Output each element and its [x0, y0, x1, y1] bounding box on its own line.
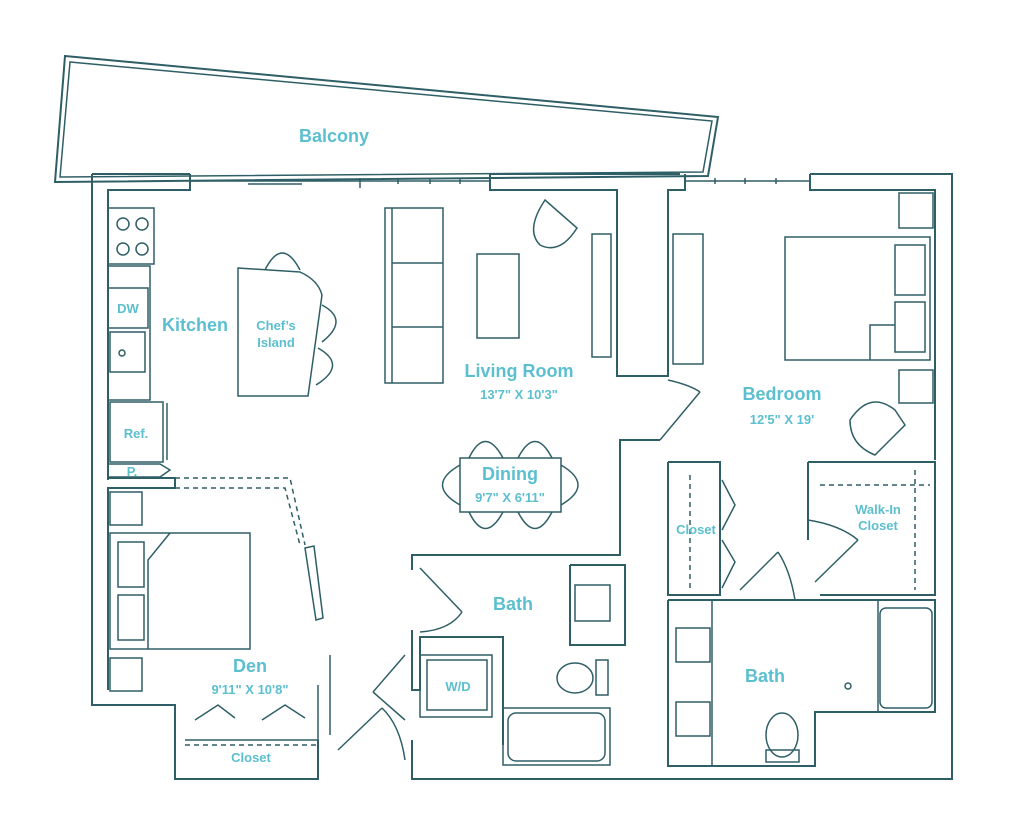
bedroom-label: Bedroom: [742, 384, 821, 404]
washer-dryer-label: W/D: [445, 679, 470, 694]
living-room-size: 13'7" X 10'3": [480, 387, 558, 402]
living-room-label: Living Room: [465, 361, 574, 381]
dining-label: Dining: [482, 464, 538, 484]
living-furniture: [384, 198, 704, 530]
walkin-closet-label-2: Closet: [858, 518, 898, 533]
kitchen-fixtures: [107, 207, 337, 478]
balcony: [53, 54, 720, 184]
den-size: 9'11" X 10'8": [211, 682, 288, 697]
dining-size: 9'7" X 6'11": [475, 490, 545, 505]
dw-label: DW: [117, 301, 139, 316]
island-label-1: Chef’s: [256, 318, 295, 333]
bedroom-closet-label: Closet: [676, 522, 716, 537]
room-labels: Balcony Kitchen Chef’s Island DW Ref. P.…: [117, 126, 901, 765]
kitchen-label: Kitchen: [162, 315, 228, 335]
balcony-label: Balcony: [299, 126, 369, 146]
pantry-label: P.: [127, 464, 138, 479]
island-label-2: Island: [257, 335, 295, 350]
den-closet-label: Closet: [231, 750, 271, 765]
den-label: Den: [233, 656, 267, 676]
bath-fixtures: [419, 584, 933, 766]
walkin-closet-label-1: Walk-In: [855, 502, 901, 517]
ref-label: Ref.: [124, 426, 149, 441]
bedroom-furniture: [784, 192, 934, 456]
den-furniture: [109, 491, 251, 692]
exterior-walls: [91, 173, 953, 780]
bedroom-size: 12'5" X 19': [750, 412, 814, 427]
doors: [175, 379, 859, 761]
bath-1-label: Bath: [493, 594, 533, 614]
bath-2-label: Bath: [745, 666, 785, 686]
